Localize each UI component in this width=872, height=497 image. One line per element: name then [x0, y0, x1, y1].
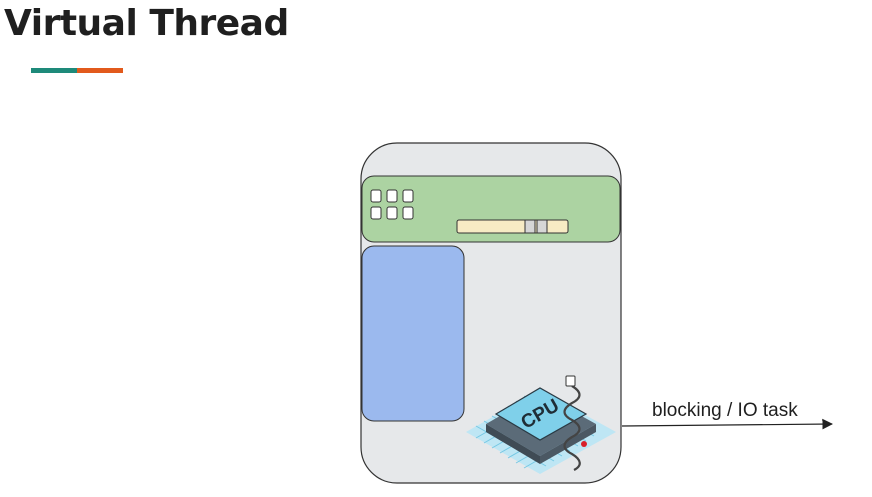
panel-grid-cell [386, 189, 398, 203]
thread-tag [565, 375, 576, 387]
blocking-io-arrow [621, 418, 834, 430]
panel-grid-cell [370, 206, 382, 220]
panel-icon-grid [370, 189, 414, 220]
panel-grid-cell [386, 206, 398, 220]
cpu-base-side [540, 424, 596, 464]
panel-grid-cell [402, 206, 414, 220]
slide-title: Virtual Thread [4, 3, 289, 44]
cpu-top [494, 387, 588, 441]
cpu-base-side [486, 424, 540, 464]
accent-bar-orange [77, 68, 123, 73]
panel-progress-track [456, 219, 569, 234]
accent-bar-teal [31, 68, 77, 73]
memory-block [361, 245, 465, 422]
virtual-thread-squiggle [563, 385, 581, 471]
title-accent-bar [31, 68, 123, 73]
panel-progress-handle [524, 219, 536, 234]
thread-marker-dot [581, 441, 587, 447]
blocking-io-label: blocking / IO task [652, 400, 798, 421]
panel-grid-cell [402, 189, 414, 203]
panel-grid-cell [370, 189, 382, 203]
panel-progress-handle [536, 219, 548, 234]
cpu-chip: CPU [466, 387, 616, 474]
